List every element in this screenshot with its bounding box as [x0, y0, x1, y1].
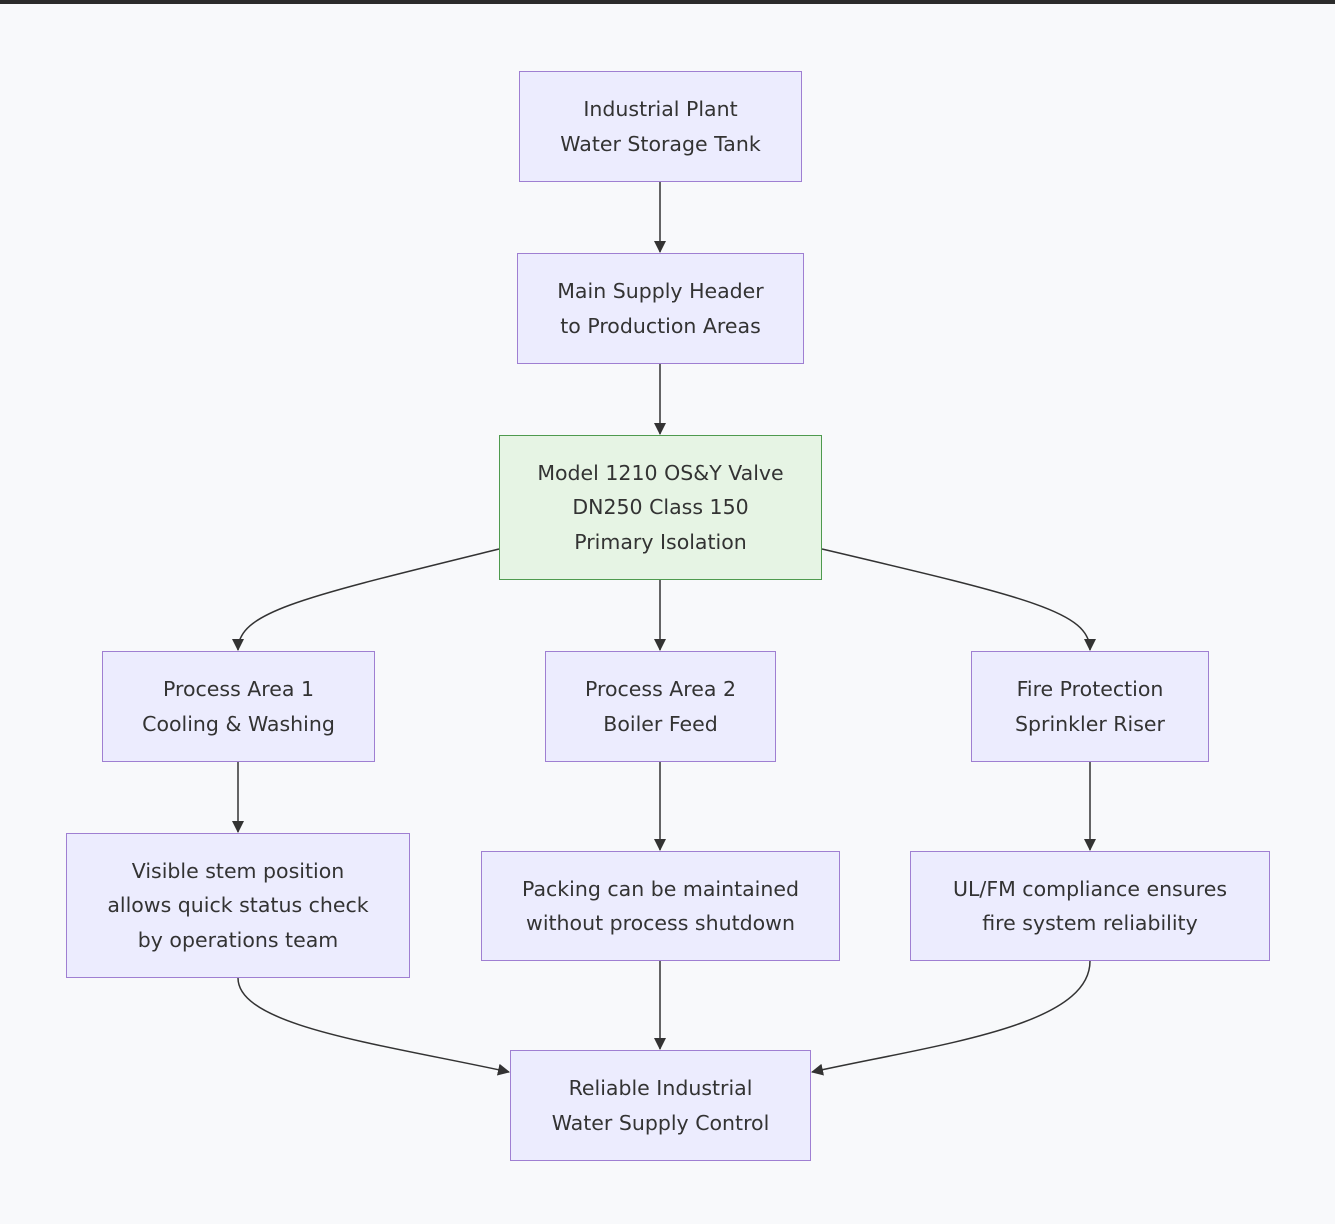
node-label-line: Process Area 2 [584, 677, 737, 701]
node-label-line: Water Supply Control [551, 1110, 770, 1135]
node-reliable-water-supply: Reliable Industrial Water Supply Control [510, 1050, 811, 1161]
node-fire-protection: Fire Protection Sprinkler Riser [971, 651, 1209, 762]
node-visible-stem-position: Visible stem position allows quick statu… [66, 833, 410, 978]
node-label-line: without process shutdown [526, 911, 795, 935]
edge-stem-to-result [237, 977, 510, 1076]
node-os-y-valve: Model 1210 OS&Y Valve DN250 Class 150 Pr… [499, 435, 822, 580]
node-label-line: Water Storage Tank [560, 131, 761, 156]
node-ul-fm-compliance: UL/FM compliance ensures fire system rel… [910, 851, 1270, 961]
node-main-supply-header: Main Supply Header to Production Areas [517, 253, 804, 364]
node-label-line: Visible stem position [131, 858, 345, 883]
node-label-line: by operations team [137, 927, 339, 952]
node-label-line: Industrial Plant [583, 97, 738, 121]
node-label-line: to Production Areas [560, 313, 761, 338]
edge-ulfm-to-result [811, 960, 1091, 1076]
top-border [0, 0, 1335, 4]
node-process-area-2: Process Area 2 Boiler Feed [545, 651, 776, 762]
node-label-line: Model 1210 OS&Y Valve [537, 460, 784, 485]
node-label-line: Packing can be maintained [522, 876, 799, 901]
edge-valve-to-fire [821, 548, 1096, 651]
node-label-line: Fire Protection [1016, 677, 1164, 701]
node-label-line: Reliable Industrial [568, 1076, 753, 1100]
node-label-line: allows quick status check [107, 893, 369, 918]
node-label-line: DN250 Class 150 [572, 495, 749, 520]
node-packing-maintenance: Packing can be maintained without proces… [481, 851, 840, 961]
node-label-line: fire system reliability [982, 911, 1198, 935]
node-label-line: UL/FM compliance ensures [952, 876, 1228, 901]
node-process-area-1: Process Area 1 Cooling & Washing [102, 651, 375, 762]
node-label-line: Sprinkler Riser [1015, 711, 1165, 736]
node-label-line: Boiler Feed [603, 711, 718, 736]
node-water-storage-tank: Industrial Plant Water Storage Tank [519, 71, 802, 182]
node-label-line: Main Supply Header [557, 279, 764, 303]
node-label-line: Cooling & Washing [142, 711, 335, 736]
edge-valve-to-area1 [232, 548, 500, 651]
node-label-line: Primary Isolation [574, 529, 747, 554]
node-label-line: Process Area 1 [162, 677, 315, 701]
